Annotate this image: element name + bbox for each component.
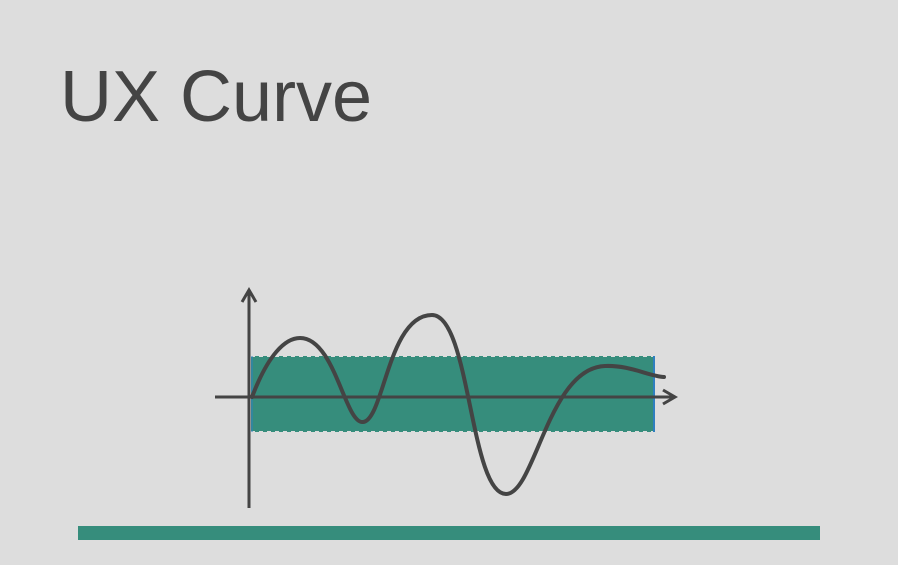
slide-title: UX Curve <box>60 57 373 137</box>
y-axis-arrowhead <box>240 287 258 303</box>
ux-curve-line <box>250 313 666 496</box>
footer-accent-bar <box>78 526 820 540</box>
x-axis-arrowhead <box>662 388 678 406</box>
